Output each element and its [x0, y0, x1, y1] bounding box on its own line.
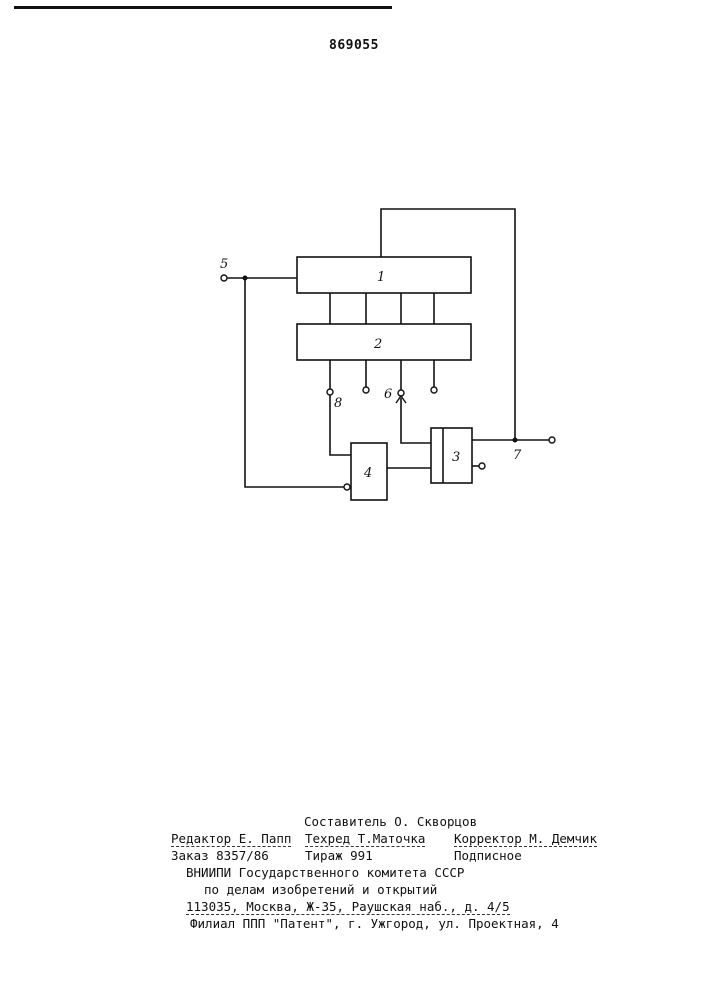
terminal-7 [549, 437, 555, 443]
terminal-8 [327, 389, 333, 395]
address-line: 113035, Москва, Ж-35, Раушская наб., д. … [186, 899, 510, 915]
terminal-8-label: 8 [334, 396, 342, 411]
terminal-7-label: 7 [513, 448, 522, 463]
subscription-line: Подписное [454, 848, 522, 863]
order-line: Заказ 8357/86 [171, 848, 269, 863]
terminal-5 [221, 275, 227, 281]
inverter-bubble-4 [344, 484, 350, 490]
circulation-line: Тираж 991 [305, 848, 373, 863]
junction-5 [243, 276, 248, 281]
compiler-line: Составитель О. Скворцов [304, 814, 477, 829]
terminal-b [363, 387, 369, 393]
block-2 [297, 324, 471, 360]
block-3-label: 3 [452, 450, 460, 465]
techred-line: Техред Т.Маточка [305, 831, 425, 847]
terminal-5-label: 5 [220, 257, 228, 272]
org-line-1: ВНИИПИ Государственного комитета СССР [186, 865, 464, 880]
terminal-6-label: 6 [384, 387, 392, 402]
editor-line: Редактор Е. Папп [171, 831, 291, 847]
org-line-2: по делам изобретений и открытий [204, 882, 437, 897]
corrector-line: Корректор М. Демчик [454, 831, 597, 847]
junction-7 [513, 438, 518, 443]
line-6-to-3 [401, 398, 431, 443]
terminal-d [431, 387, 437, 393]
block-1-label: 1 [377, 270, 385, 285]
branch-line: Филиал ППП "Патент", г. Ужгород, ул. Про… [190, 916, 559, 931]
block-4-label: 4 [363, 466, 372, 481]
inverter-bubble-3 [479, 463, 485, 469]
feedback-line-5-to-4 [245, 278, 344, 487]
block-2-label: 2 [373, 337, 382, 352]
